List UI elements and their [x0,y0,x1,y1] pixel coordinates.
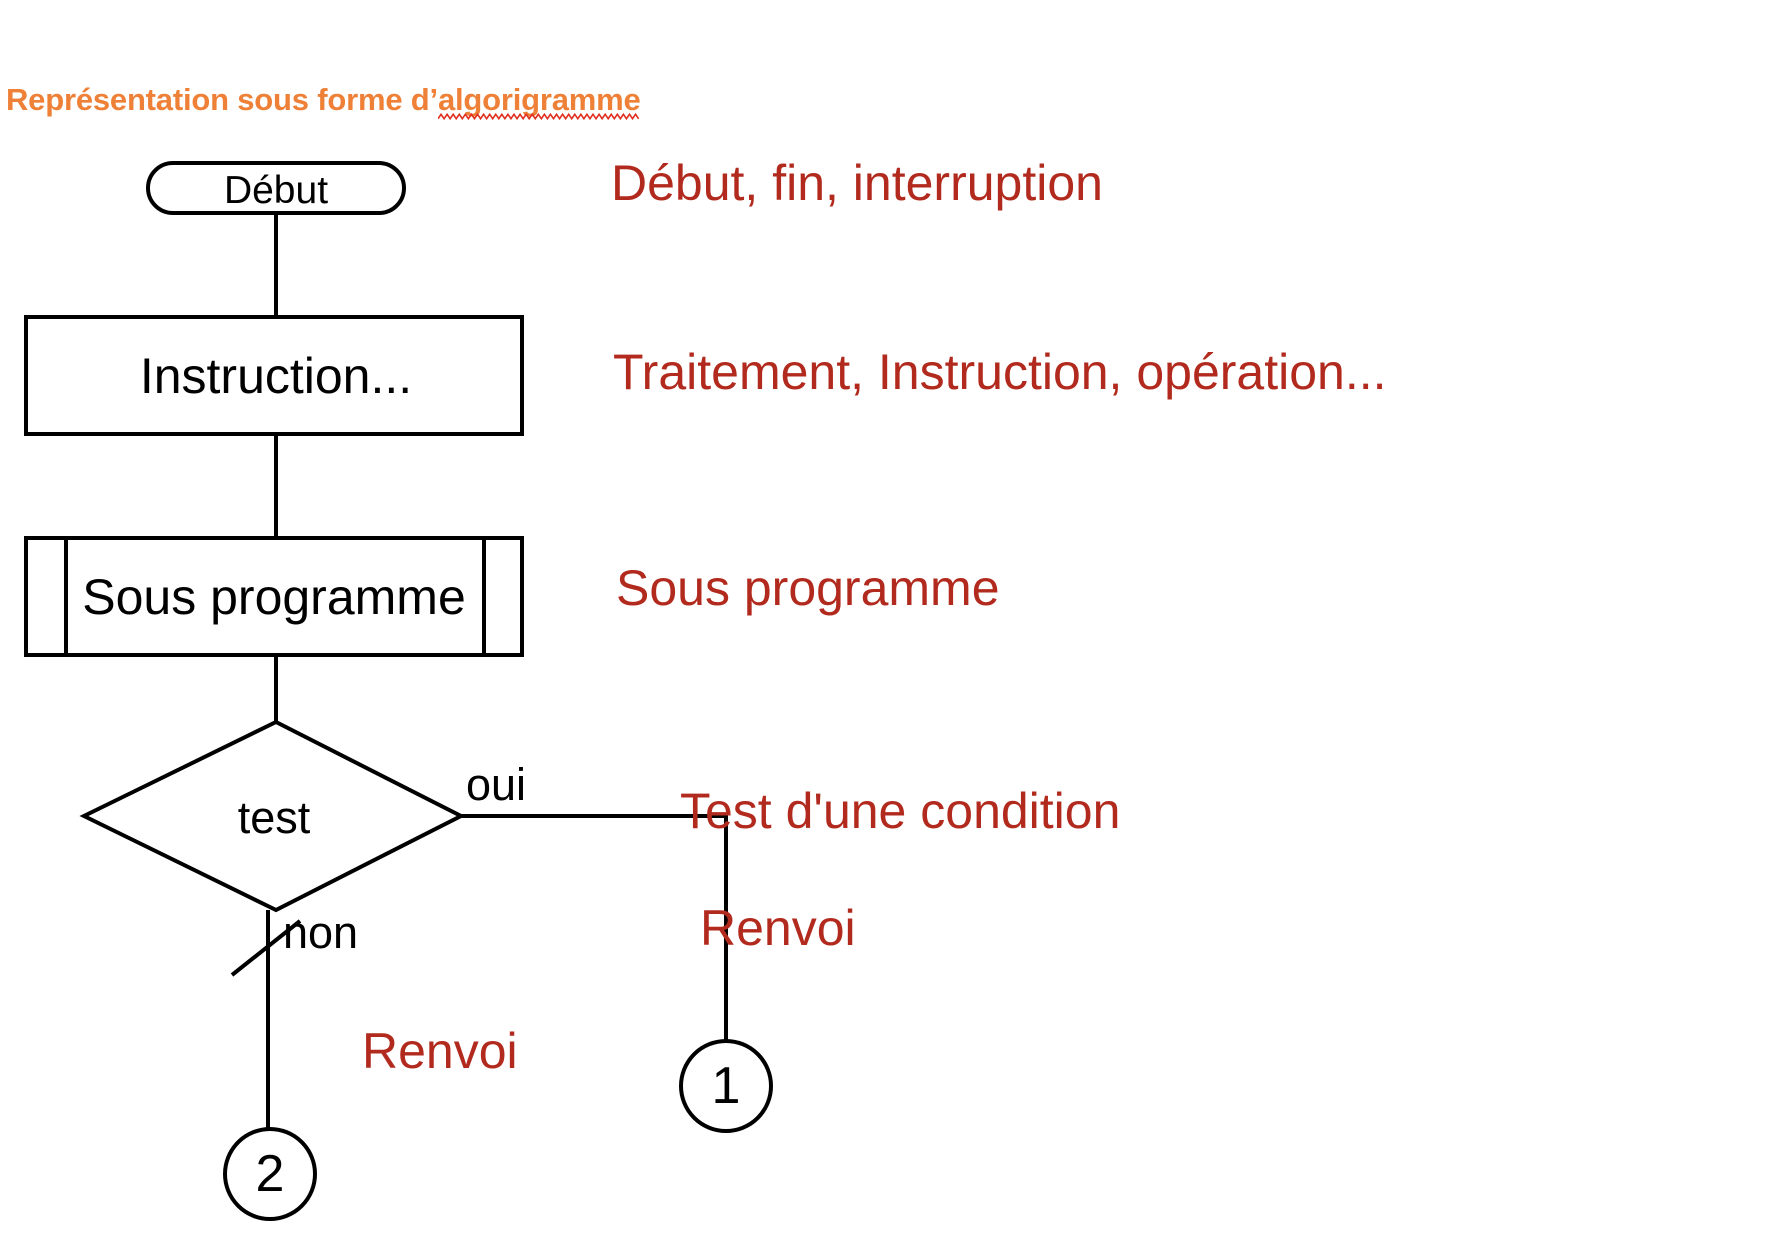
node-connector-two-shape[interactable] [223,1127,317,1221]
legend-label-process: Traitement, Instruction, opération... [613,344,1387,400]
node-instruction-label: Instruction... [140,348,412,404]
legend-label-connector-two: Renvoi [362,1023,518,1079]
spellcheck-squiggle-icon [438,112,641,121]
page-title-prefix: Représentation sous forme d’ [6,82,438,117]
legend-label-subprogram: Sous programme [616,560,1000,616]
node-test-shape[interactable] [79,719,466,913]
node-connector-one-shape[interactable] [679,1039,773,1133]
page-title-misspelled-text: algorigramme [437,82,641,117]
legend-label-terminator: Début, fin, interruption [611,155,1103,211]
node-connector-two-label: 2 [256,1145,285,1203]
edge-label-non: non [283,907,358,958]
node-test-label: test [238,792,311,843]
edge-no-tick-mark [230,919,302,977]
node-instruction-shape[interactable] [24,315,524,436]
edge-test-yes [461,814,728,1041]
legend-label-decision: Test d'une condition [680,783,1121,839]
node-subprogram-label: Sous programme [82,569,466,625]
legend-label-connector-one: Renvoi [700,900,856,956]
node-start-label: Début [224,169,328,212]
node-subprogram-shape[interactable] [24,536,524,657]
node-start-shape[interactable] [146,161,406,215]
edge-label-oui: oui [466,759,526,810]
page-title: Représentation sous forme d’algorigramme [6,82,641,118]
page-title-misspelled-word: algorigramme [437,82,641,121]
node-connector-one-label: 1 [712,1057,741,1115]
